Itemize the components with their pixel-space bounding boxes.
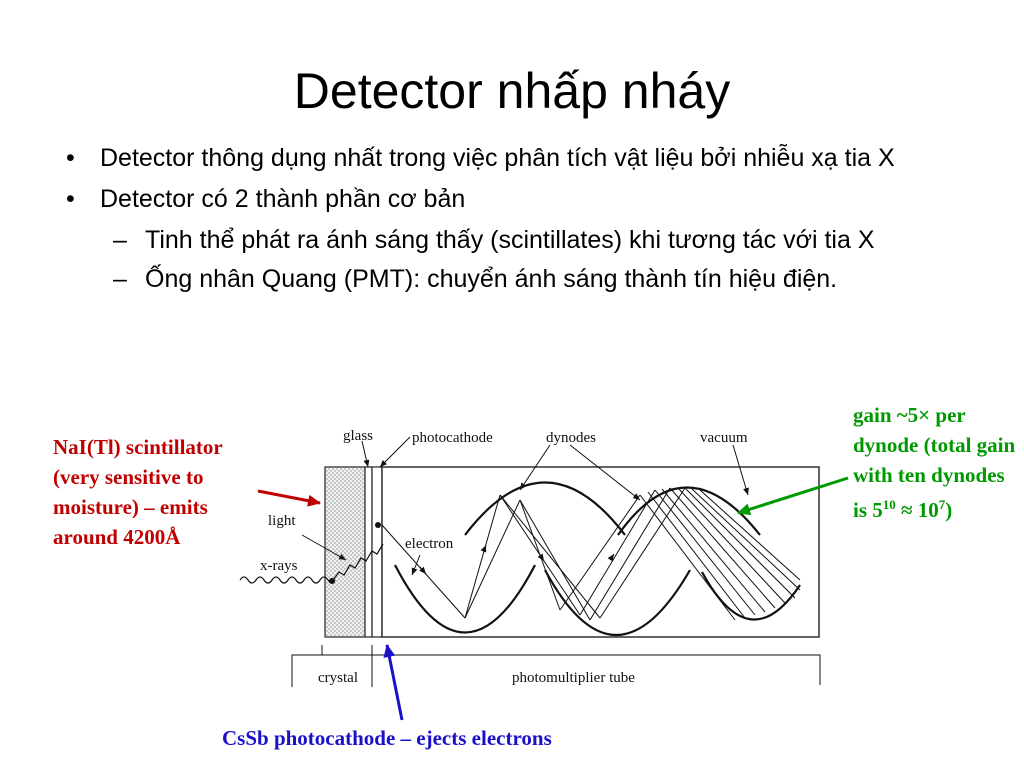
label-vacuum: vacuum [700, 430, 748, 446]
dash-mark: – [113, 226, 127, 254]
gain-annotation: gain ~5× per dynode (total gain with ten… [853, 400, 1018, 525]
photocathode-annotation: CsSb photocathode – ejects electrons [222, 726, 552, 750]
xray-wave [239, 576, 336, 584]
label-crystal: crystal [318, 670, 358, 686]
dynode-5 [701, 571, 801, 621]
bullet-list: • Detector thông dụng nhất trong việc phâ… [58, 143, 968, 303]
label-pmt: photomultiplier tube [512, 670, 635, 686]
pmt-bracket [371, 645, 821, 685]
dynode-1 [394, 564, 536, 634]
sub-bullet-item: –Ống nhân Quang (PMT): chuyển ánh sáng t… [58, 264, 968, 295]
gain-exponent: 10 [882, 497, 896, 512]
interaction-point [329, 578, 335, 584]
bullet-mark: • [66, 144, 75, 172]
bullet-text: Detector có 2 thành phần cơ bản [100, 185, 466, 213]
label-xrays: x-rays [260, 558, 298, 574]
label-dynodes: dynodes [546, 430, 596, 446]
label-glass: glass [343, 428, 373, 444]
label-electron: electron [405, 536, 454, 552]
gain-exponent: 7 [938, 497, 946, 512]
gain-text: gain ~5× per dynode (total gain with ten… [853, 403, 1016, 522]
label-leaders [301, 436, 749, 576]
label-photocathode: photocathode [412, 430, 493, 446]
slide-title: Detector nhấp nháy [293, 63, 731, 119]
electron-paths [381, 487, 801, 621]
sub-bullet-item: –Tinh thể phát ra ánh sáng thấy (scintil… [58, 225, 968, 256]
scintillator-annotation: NaI(Tl) scintillator (very sensitive to … [53, 435, 223, 549]
bullet-text: Detector thông dụng nhất trong việc phân… [100, 144, 895, 172]
light-path [332, 543, 384, 581]
electron-arrows [419, 544, 615, 575]
dynode-3 [544, 569, 691, 637]
bullet-item: • Detector thông dụng nhất trong việc phâ… [58, 143, 968, 174]
gain-approx: ≈ 10 [895, 498, 939, 522]
bullet-mark: • [66, 185, 75, 213]
bullet-text: Tinh thể phát ra ánh sáng thấy (scintill… [145, 226, 875, 254]
green-arrow [737, 476, 849, 516]
red-arrow [257, 489, 321, 507]
label-light: light [268, 513, 296, 529]
bullet-item: • Detector có 2 thành phần cơ bản [58, 184, 968, 215]
dash-mark: – [113, 265, 127, 293]
emission-point [375, 522, 381, 528]
blue-arrow [383, 644, 404, 721]
dynode-2 [464, 481, 626, 536]
gain-close: ) [945, 498, 953, 522]
bullet-text: Ống nhân Quang (PMT): chuyển ánh sáng th… [145, 265, 838, 293]
